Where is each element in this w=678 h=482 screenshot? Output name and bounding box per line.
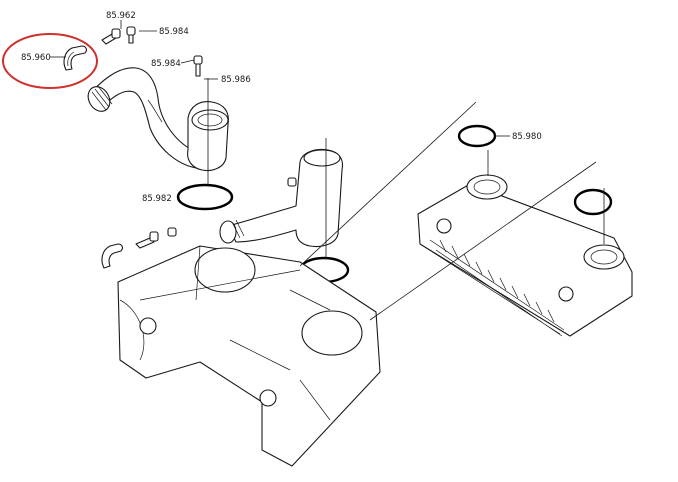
- leader-lines: [50, 20, 605, 321]
- oil-filter-housing-block: [117, 245, 381, 467]
- clip-part-85960: [63, 45, 87, 71]
- callout-85960: 85.960: [21, 53, 51, 63]
- callout-85962: 85.962: [106, 11, 136, 21]
- callout-85982: 85.982: [142, 194, 172, 204]
- o-ring-part-85980: [457, 124, 497, 148]
- callout-85984-mid: 85.984: [151, 59, 181, 69]
- highlight-ellipse: [2, 33, 98, 89]
- oil-cooler: [417, 174, 633, 337]
- nut-part-85984-top: [126, 26, 136, 44]
- callout-85984-top: 85.984: [159, 27, 189, 37]
- o-ring-part-85982: [176, 183, 234, 211]
- screw-part-85962: [101, 28, 121, 45]
- clip-left: [101, 227, 177, 269]
- thermostat-housing: [219, 148, 344, 248]
- callout-85986: 85.986: [221, 75, 251, 85]
- upper-coolant-hose: [87, 67, 197, 169]
- o-ring-cooler-second: [573, 188, 613, 216]
- callout-85980: 85.980: [512, 132, 542, 142]
